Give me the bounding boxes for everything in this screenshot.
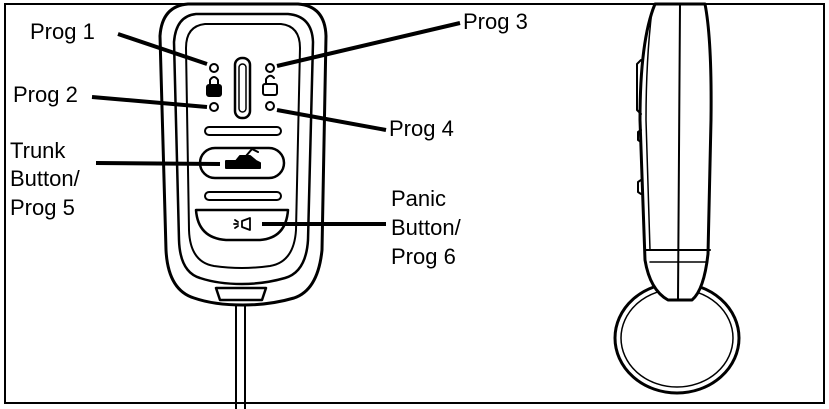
prog2-led	[209, 102, 219, 112]
padlock-open-icon	[262, 74, 278, 96]
label-prog1: Prog 1	[30, 19, 95, 44]
diagram-frame	[4, 3, 825, 404]
separator-bar-bottom	[204, 191, 282, 201]
side-button-bump-2	[637, 129, 642, 143]
label-trunk-line2: Button/	[10, 166, 80, 191]
horn-icon	[233, 217, 251, 231]
label-panic-line3: Prog 6	[391, 244, 456, 269]
side-edge-left	[645, 9, 653, 251]
fob-cord-tab	[214, 286, 268, 302]
prog4-led	[265, 101, 275, 111]
car-trunk-icon	[225, 148, 261, 169]
lock-unlock-divider	[233, 56, 252, 120]
fob-inner-shell	[172, 12, 315, 286]
label-trunk-line3: Prog 5	[10, 195, 75, 220]
fob-button-panel	[185, 23, 301, 269]
label-panic-line1: Panic	[391, 186, 447, 211]
callout-prog2	[91, 95, 208, 109]
side-button-bump-1	[636, 59, 642, 115]
padlock-closed-icon	[206, 76, 222, 97]
lock-unlock-divider-inner	[238, 63, 247, 113]
fob-front-view	[158, 2, 328, 409]
callout-prog1	[117, 32, 208, 66]
callout-trunk	[95, 161, 221, 166]
callout-prog3	[276, 21, 461, 68]
separator-bar-top	[204, 126, 282, 136]
keyring-inner	[620, 288, 734, 388]
label-trunk-line1: Trunk	[10, 138, 66, 163]
fob-cord	[235, 299, 246, 409]
callout-lines	[91, 21, 461, 226]
label-prog4: Prog 4	[389, 116, 454, 141]
side-button-bump-3	[637, 179, 642, 195]
label-prog3: Prog 3	[463, 9, 528, 34]
side-body	[638, 2, 713, 302]
prog3-led	[265, 63, 275, 73]
fob-outer-shell	[158, 2, 328, 307]
label-prog2: Prog 2	[13, 82, 78, 107]
label-panic-line2: Button/	[391, 215, 461, 240]
callout-prog4	[276, 108, 387, 132]
fob-side-view	[613, 2, 741, 395]
prog1-led	[209, 63, 219, 73]
panic-button-shape	[194, 208, 290, 242]
